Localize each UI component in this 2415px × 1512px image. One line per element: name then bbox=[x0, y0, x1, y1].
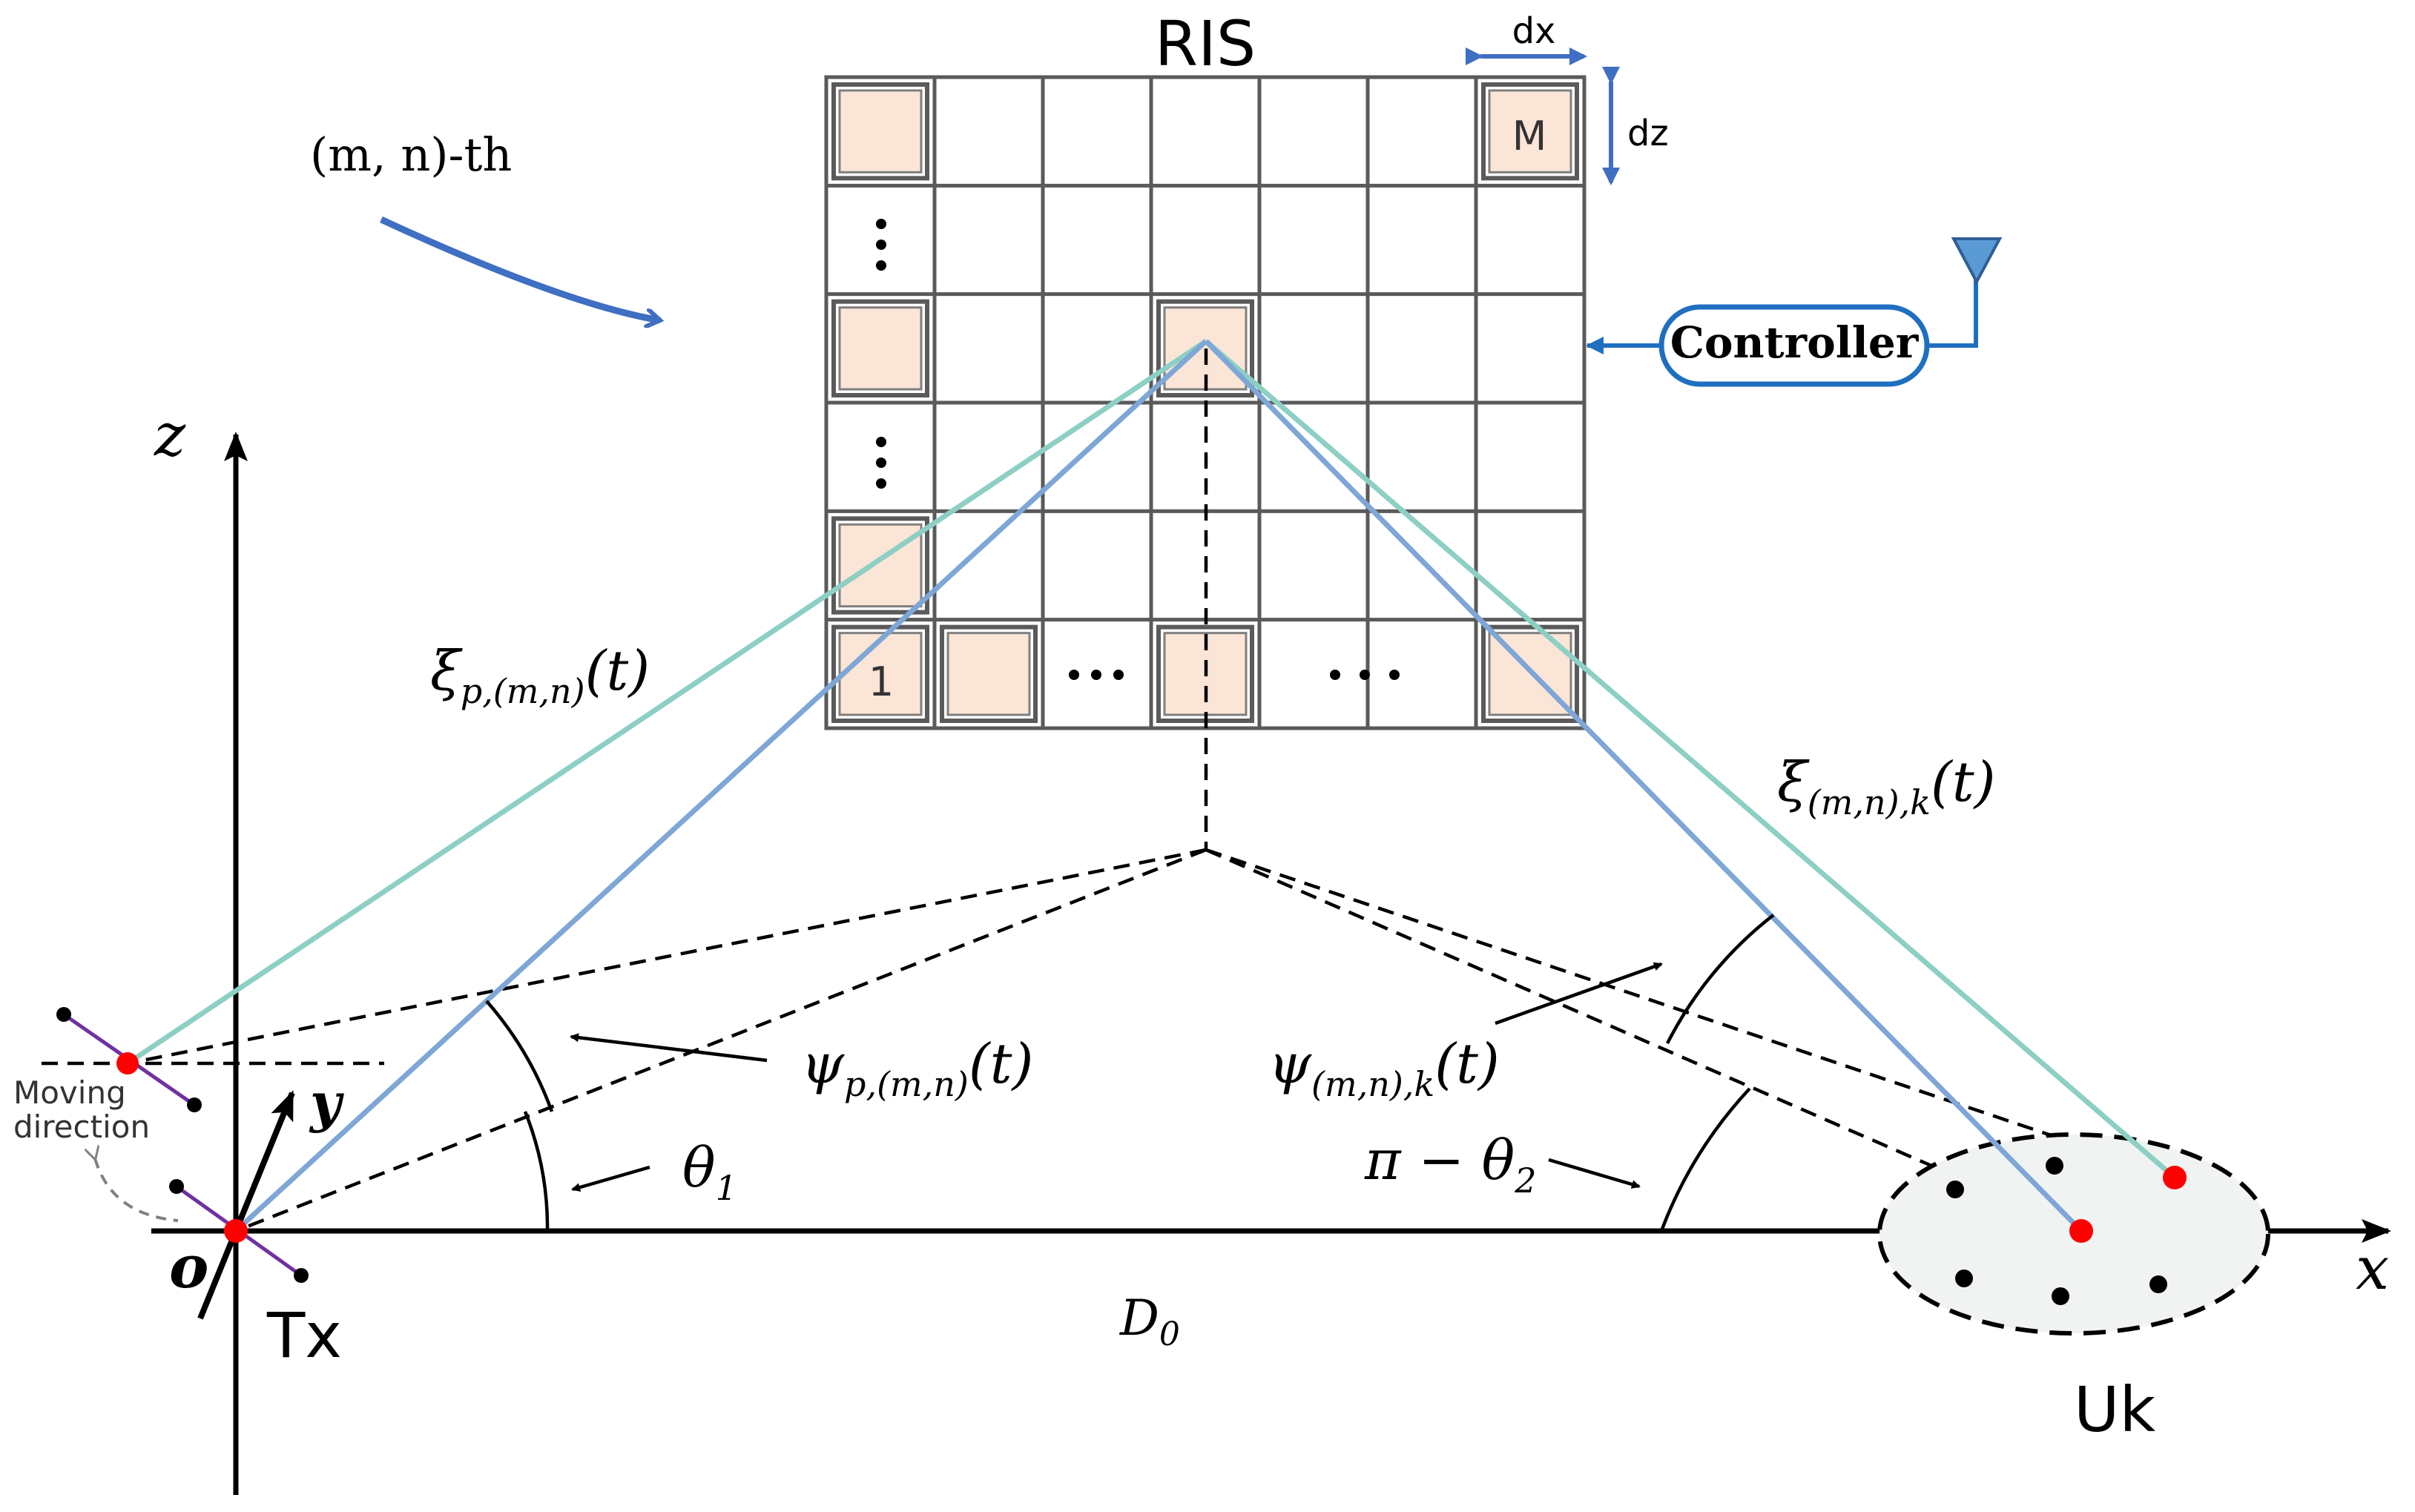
ris-panel: RIS 1 M dx dz bbox=[824, 7, 1669, 730]
tx-point bbox=[224, 1219, 248, 1243]
angle-arcs bbox=[485, 914, 1775, 1232]
dx-label: dx bbox=[1512, 10, 1556, 52]
user-cluster-dots bbox=[1946, 1157, 2167, 1305]
signal-paths bbox=[126, 339, 2177, 1233]
projection-to-user-k bbox=[1205, 848, 2177, 1180]
ris-vertical-dots-top bbox=[876, 219, 886, 271]
theta1-arc bbox=[523, 1111, 550, 1232]
psi-k-label: ψ(m,n),k(t) bbox=[1268, 1032, 1500, 1104]
pi-theta2-pointer bbox=[1548, 1158, 1641, 1189]
controller-label: Controller bbox=[1670, 317, 1920, 368]
y-axis-label: y bbox=[309, 1071, 344, 1134]
ris-to-user-path-blue bbox=[1204, 339, 2083, 1233]
ris-first-element-label: 1 bbox=[869, 658, 894, 705]
moving-direction-label-line2: direction bbox=[13, 1109, 150, 1145]
ris-horizontal-dots-left bbox=[1069, 670, 1124, 680]
dz-label: dz bbox=[1627, 113, 1669, 154]
tx bbox=[169, 1179, 309, 1283]
x-axis-label: x bbox=[2356, 1234, 2389, 1303]
origin-label: o bbox=[169, 1232, 208, 1301]
y-axis bbox=[233, 1090, 295, 1232]
tx-to-ris-path-teal bbox=[126, 339, 1208, 1066]
geometry-dashed-lines bbox=[42, 349, 2177, 1233]
angle-pointer-arrows bbox=[570, 962, 1663, 1192]
tx-label: Tx bbox=[266, 1299, 342, 1372]
pi-theta2-arc bbox=[1659, 1087, 1751, 1232]
ris-to-user-path-teal bbox=[1204, 339, 2177, 1180]
ris-element bbox=[838, 89, 923, 174]
ris-element bbox=[1488, 89, 1572, 174]
moving-tx bbox=[56, 1007, 202, 1112]
antenna-feed bbox=[1927, 279, 1978, 348]
psi-p-arc bbox=[485, 1000, 554, 1112]
xi-p-label: ξp,(m,n)(t) bbox=[430, 639, 650, 711]
tx-to-ris-path-blue bbox=[234, 339, 1208, 1233]
ris-last-element-label: M bbox=[1512, 113, 1547, 159]
uk-label: Uk bbox=[2074, 1373, 2155, 1446]
psi-p-pointer bbox=[570, 1033, 768, 1063]
user-point bbox=[2069, 1219, 2093, 1243]
ris-element bbox=[838, 523, 923, 608]
y-axis-negative bbox=[197, 1229, 239, 1320]
ris-vertical-dots-bottom bbox=[876, 437, 886, 489]
ris-horizontal-dots-right bbox=[1330, 670, 1400, 680]
element-pointer-arrow bbox=[380, 216, 660, 320]
moving-direction-arrow bbox=[95, 1158, 179, 1222]
z-axis-label: z bbox=[154, 400, 186, 469]
psi-k-arc bbox=[1665, 914, 1775, 1045]
ris-elements bbox=[831, 82, 1579, 723]
psi-p-label: ψp,(m,n)(t) bbox=[801, 1032, 1033, 1104]
projection-to-tx bbox=[235, 848, 1207, 1233]
ris-element bbox=[838, 306, 923, 391]
user-k-point bbox=[2163, 1166, 2187, 1189]
moving-tx-point bbox=[116, 1052, 139, 1074]
psi-k-pointer bbox=[1495, 962, 1663, 1026]
theta1-pointer bbox=[571, 1165, 650, 1192]
xi-k-label: ξ(m,n),k(t) bbox=[1777, 750, 1996, 822]
ris-title: RIS bbox=[1155, 7, 1256, 80]
element-index-label: (m, n)-th bbox=[310, 128, 512, 182]
moving-direction-label-line1: Moving bbox=[13, 1074, 126, 1111]
ris-element bbox=[946, 632, 1031, 716]
distance-d0: D0 bbox=[1119, 1290, 1180, 1353]
projection-to-user bbox=[1205, 848, 2082, 1233]
theta1-label: θ1 bbox=[682, 1136, 737, 1208]
antenna-icon bbox=[1951, 237, 2003, 285]
pi-minus-theta2-label: π − θ2 bbox=[1364, 1129, 1537, 1201]
controller: Controller bbox=[1586, 237, 2003, 387]
ris-element bbox=[838, 632, 923, 716]
projection-to-moving-tx bbox=[127, 848, 1207, 1066]
